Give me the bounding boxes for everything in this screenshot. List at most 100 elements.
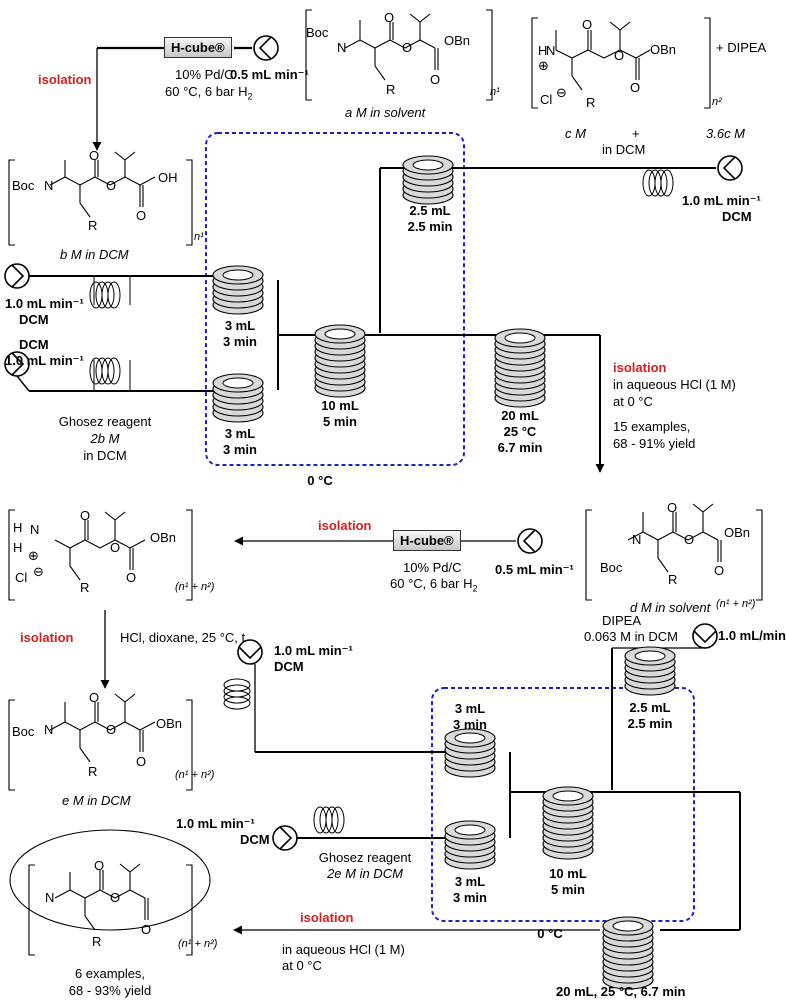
ghosez-label-2: Ghosez reagent: [318, 850, 412, 865]
flow-rate-left-1: 1.0 mL min⁻¹: [5, 296, 84, 311]
atom-r-d: R: [668, 572, 678, 587]
flow-rate-dipea: 1.0 mL/min: [718, 628, 786, 643]
atom-oh-acid: OH: [158, 170, 178, 185]
atom-o-mid-1: O: [80, 508, 91, 523]
reactor-1-main-volume: 10 mL: [321, 398, 359, 413]
isolation-label-4: isolation: [20, 630, 74, 645]
final-yield: 68 - 93% yield: [68, 983, 152, 998]
atom-o-final-3: O: [141, 922, 152, 937]
reactor-2-main-volume: 10 mL: [549, 866, 587, 881]
flow-rate-left-2: 1.0 mL min⁻¹: [5, 353, 84, 368]
atom-h-mid-2: H: [13, 540, 23, 555]
reactor-1a-time: 3 min: [223, 334, 257, 349]
atom-cl-top: Cl: [540, 92, 553, 107]
subscript-n12-mid: (n¹ + n²): [175, 581, 215, 593]
conc-d-label: d M in solvent: [630, 600, 711, 615]
reactor-1-out-time: 6.7 min: [497, 440, 543, 455]
atom-o-mid-2: O: [110, 540, 121, 555]
final-examples: 6 examples,: [74, 966, 146, 981]
solvent-top-right: DCM: [722, 209, 752, 224]
reactor-1a-volume: 3 mL: [224, 318, 256, 333]
atom-n-acid: N: [44, 178, 54, 193]
atom-cl-mid: Cl: [15, 570, 28, 585]
reactor-1b-time: 3 min: [223, 442, 257, 457]
atom-n-mid: N: [30, 522, 40, 537]
hcube-label-mid: H-cube®: [393, 530, 461, 551]
atom-o-e-1: O: [89, 690, 100, 705]
atom-obn-mid: OBn: [150, 530, 177, 545]
reactor-2a-volume: 3 mL: [454, 701, 486, 716]
isolation-2-line-1: in aqueous HCl (1 M): [613, 377, 736, 392]
ghosez-conc-1: 2b M: [90, 431, 120, 446]
atom-o-acid-2: O: [106, 178, 117, 193]
subscript-n12-e: (n¹ + n²): [175, 769, 215, 781]
atom-o-e-3: O: [136, 754, 147, 769]
atom-r-e: R: [88, 764, 98, 779]
structure-acid-left: [8, 151, 193, 246]
atom-o-salt-1: O: [582, 17, 593, 32]
subscript-n1-acid: n¹: [194, 231, 204, 243]
reactor-2b-time: 3 min: [453, 890, 487, 905]
flow-rate-lower-b: 1.0 mL min⁻¹: [176, 816, 255, 831]
flow-rate-lower-a: 1.0 mL min⁻¹: [274, 643, 353, 658]
isolation-5-line-2: at 0 °C: [282, 958, 322, 973]
line-left-feed-1: [4, 263, 236, 309]
atom-o-d-3: O: [714, 563, 725, 578]
reactor-1b-volume: 3 mL: [224, 426, 256, 441]
reactor-2-main-coil: [542, 786, 594, 860]
atom-n-final: N: [45, 890, 55, 905]
reactor-2-top-coil: [624, 646, 676, 696]
hcl-step-conditions: HCl, dioxane, 25 °C, t: [120, 630, 246, 645]
atom-obn-top: OBn: [444, 33, 471, 48]
structure-amine-salt-top: [531, 17, 711, 109]
solvent-lower-b: DCM: [240, 832, 270, 847]
reactor-2-top-time: 2.5 min: [627, 716, 673, 731]
atom-r-salt: R: [586, 95, 596, 110]
charge-plus-mid: ⊕: [28, 548, 39, 563]
solvent-lower-a: DCM: [274, 659, 304, 674]
structure-d-mid: [585, 503, 763, 601]
dipea-label-top: + DIPEA: [716, 40, 767, 55]
atom-h-salt: H: [538, 43, 548, 58]
atom-o-d-1: O: [667, 500, 678, 515]
ghosez-solvent-1: in DCM: [83, 448, 127, 463]
ghosez-label-1: Ghosez reagent: [58, 414, 152, 429]
atom-o-salt-3: O: [630, 80, 641, 95]
in-dcm-top: in DCM: [602, 142, 646, 157]
conc-3-6c-label: 3.6c M: [706, 126, 746, 141]
conc-c-label: c M: [565, 126, 586, 141]
conc-b-label: b M in DCM: [60, 247, 129, 262]
atom-n-salt: N: [546, 43, 556, 58]
flow-rate-top-hcube: 0.5 mL min⁻¹: [230, 67, 309, 82]
dipea-label-lower: DIPEA: [602, 613, 642, 628]
atom-obn-e: OBn: [156, 716, 183, 731]
solvent-left-2: DCM: [19, 337, 49, 352]
reactor-2-out-label: 20 mL, 25 °C, 6.7 min: [556, 984, 686, 999]
catalyst-mid: 10% Pd/C: [403, 560, 462, 575]
reactor-1-top-time: 2.5 min: [407, 219, 453, 234]
reactor-1-main-time: 5 min: [323, 414, 357, 429]
atom-r-acid: R: [88, 218, 98, 233]
atom-o-top-2: O: [402, 40, 413, 55]
line-lower-feed-b: [272, 806, 470, 851]
reactor-1-main-coil: [314, 324, 366, 398]
hcube-label-top: H-cube®: [164, 37, 232, 58]
atom-o-d-2: O: [684, 532, 695, 547]
line-left-feed-2: [4, 351, 236, 392]
flow-rate-top-right: 1.0 mL min⁻¹: [682, 193, 761, 208]
ghosez-conc-2: 2e M in DCM: [327, 866, 403, 881]
reactor-1-top-coil: [402, 155, 454, 205]
atom-o-top-1: O: [384, 10, 395, 25]
reactor-2b-coil: [444, 820, 496, 870]
charge-minus-mid: ⊖: [33, 564, 44, 579]
atom-obn-salt: OBn: [650, 42, 677, 57]
flow-rate-mid-hcube: 0.5 mL min⁻¹: [495, 562, 574, 577]
hcube-line-top: [92, 35, 279, 151]
cooling-zone-box-2: [431, 687, 695, 922]
structure-boc-ester-top: [305, 9, 493, 101]
isolation-2-line-3: 15 examples,: [613, 419, 691, 434]
isolation-5-line-1: in aqueous HCl (1 M): [282, 942, 405, 957]
hcube-line-middle: [234, 528, 543, 554]
atom-boc-d: Boc: [600, 560, 623, 575]
